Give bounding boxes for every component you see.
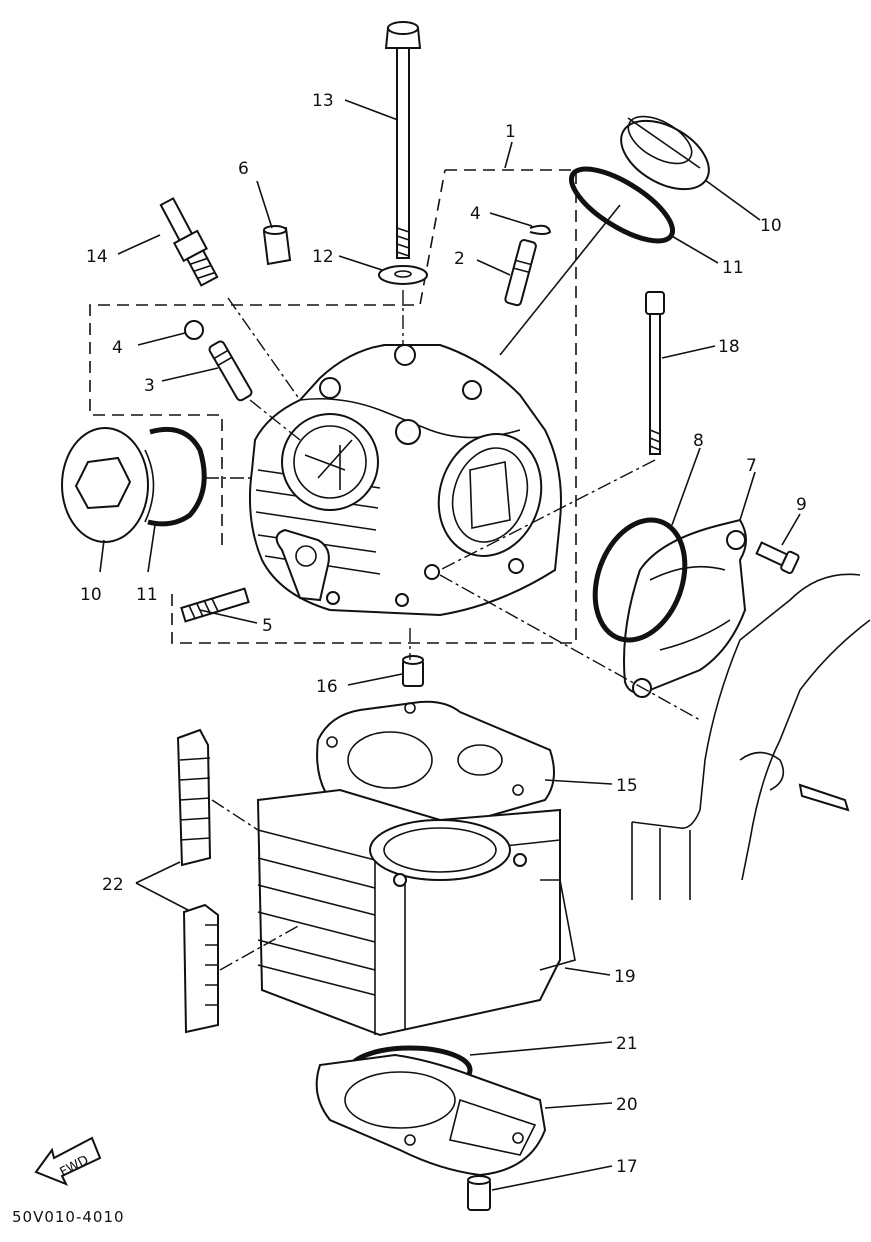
callout-1: 1 xyxy=(505,122,516,142)
plug-cap-10-left xyxy=(61,427,155,543)
clip-4-top xyxy=(529,224,552,235)
callout-7: 7 xyxy=(746,456,757,476)
stud-bolt-5 xyxy=(180,587,250,623)
plug-axis-line xyxy=(227,297,301,401)
callout-9: 9 xyxy=(796,495,807,515)
clip-4-left xyxy=(184,320,204,340)
callout-12: 12 xyxy=(312,247,334,267)
callout-10-right: 10 xyxy=(760,216,782,236)
bolt-18 xyxy=(645,291,665,455)
callout-8: 8 xyxy=(693,431,704,451)
callout-17: 17 xyxy=(616,1157,638,1177)
callout-18: 18 xyxy=(718,337,740,357)
callout-3: 3 xyxy=(144,376,155,396)
crankcase-fragment xyxy=(631,573,871,900)
dowel-pin-17 xyxy=(467,1175,491,1211)
callout-labels: 13 1 6 4 2 12 14 10 11 18 4 3 8 7 9 10 1… xyxy=(80,91,807,1177)
spark-plug-14 xyxy=(159,197,219,287)
guide-axis-line xyxy=(249,399,301,441)
callout-6: 6 xyxy=(238,159,249,179)
callout-2: 2 xyxy=(454,249,465,269)
dowel-pin-16 xyxy=(402,655,424,687)
callout-11-left: 11 xyxy=(136,585,158,605)
cylinder-head xyxy=(248,344,562,617)
base-gasket-20 xyxy=(315,1053,547,1177)
valve-guide-3 xyxy=(208,340,253,402)
guide-axis-lines xyxy=(211,799,301,971)
chain-guide-22-lower xyxy=(182,903,219,1034)
o-ring-8 xyxy=(592,517,688,643)
plug-cap-10-right xyxy=(620,115,710,191)
callout-20: 20 xyxy=(616,1095,638,1115)
forward-arrow: FWD xyxy=(34,1136,102,1186)
callout-5: 5 xyxy=(262,616,273,636)
callout-4-left: 4 xyxy=(112,338,123,358)
callout-14: 14 xyxy=(86,247,108,267)
callout-22: 22 xyxy=(102,875,124,895)
callout-4-top: 4 xyxy=(470,204,481,224)
o-ring-11-left xyxy=(147,426,207,527)
assembly-outline xyxy=(89,169,577,644)
bolt-9 xyxy=(755,541,800,575)
leader-lines xyxy=(99,99,801,1191)
bolt-18-axis xyxy=(439,459,656,571)
long-bolt-13 xyxy=(384,21,422,259)
callout-21: 21 xyxy=(616,1034,638,1054)
callout-16: 16 xyxy=(316,677,338,697)
valve-guide-2 xyxy=(504,239,537,307)
chain-guide-22-upper xyxy=(176,728,212,867)
callout-10-left: 10 xyxy=(80,585,102,605)
leader-o-ring xyxy=(499,204,621,356)
dowel-pin-6 xyxy=(262,225,292,266)
callout-19: 19 xyxy=(614,967,636,987)
callout-13: 13 xyxy=(312,91,334,111)
callout-11-right: 11 xyxy=(722,258,744,278)
side-cover-7 xyxy=(623,518,747,698)
washer-12 xyxy=(378,265,428,285)
drawing-code: 50V010-4010 xyxy=(12,1208,125,1226)
callout-15: 15 xyxy=(616,776,638,796)
cylinder-block-19 xyxy=(256,788,576,1037)
